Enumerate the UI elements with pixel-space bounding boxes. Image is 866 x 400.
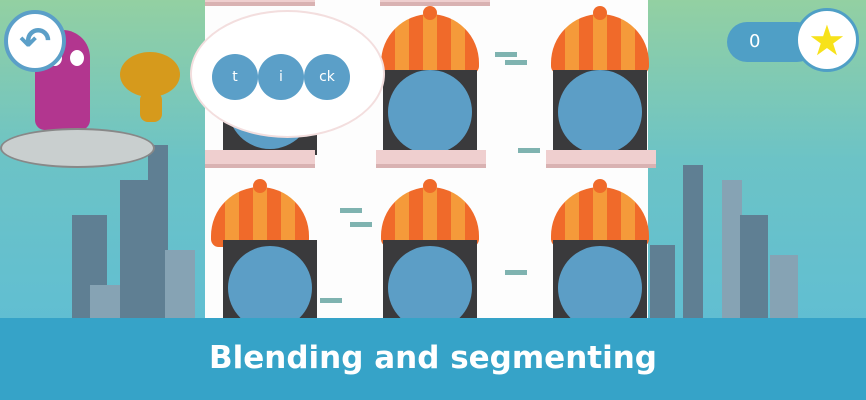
window[interactable] [383, 70, 477, 155]
back-arrow-icon: ↶ [19, 19, 51, 63]
segment-ck[interactable]: ck [304, 54, 350, 100]
window[interactable] [553, 70, 647, 155]
segment-t[interactable]: t [212, 54, 258, 100]
caption-title: Blending and segmenting [209, 340, 657, 376]
star-badge: ★ [795, 8, 859, 72]
window[interactable] [383, 240, 477, 330]
window[interactable] [553, 240, 647, 330]
segment-i[interactable]: i [258, 54, 304, 100]
window[interactable] [223, 240, 317, 330]
caption-band [0, 318, 866, 400]
back-button[interactable]: ↶ [4, 10, 66, 72]
star-icon: ★ [808, 15, 846, 65]
speech-bubble: t i ck [190, 10, 385, 138]
